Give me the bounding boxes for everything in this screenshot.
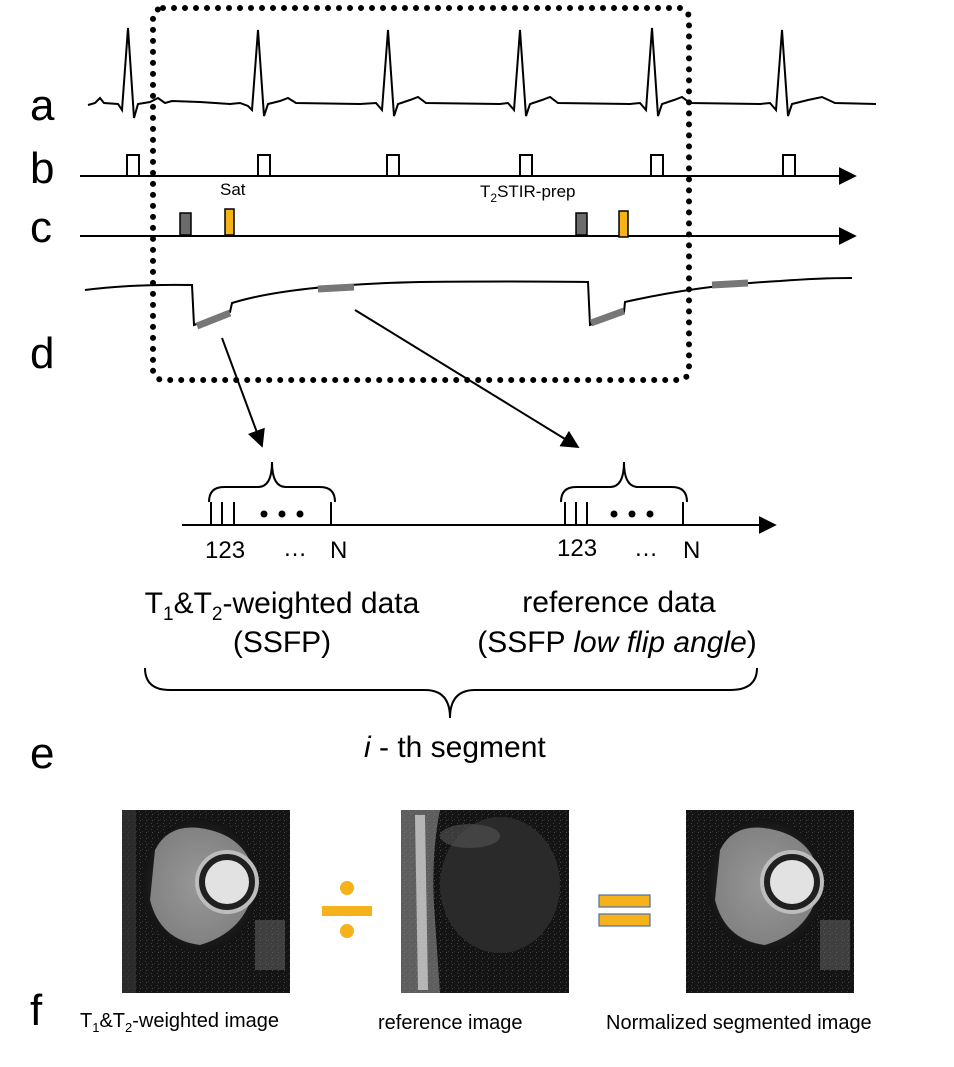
brace-left: [208, 461, 336, 503]
magnetization-curve: [84, 277, 853, 327]
sat-pulse: [618, 210, 629, 238]
weighted-image: [122, 810, 290, 993]
trigger-pulses: [126, 154, 796, 177]
readout-block: [317, 283, 355, 293]
prep-label: T2STIR-prep: [480, 182, 576, 205]
trigger-pulse: [650, 154, 664, 177]
arrow-reference: [354, 309, 580, 448]
prep-pulse: [575, 212, 588, 236]
weighted-image-caption: T1&T2-weighted image: [80, 1010, 279, 1035]
normalized-image-caption: Normalized segmented image: [606, 1012, 872, 1034]
segment-brace: [144, 667, 758, 719]
segment-frame: [150, 5, 692, 383]
trigger-pulse: [257, 154, 271, 177]
reference-data-sublabel: (SSFP low flip angle): [477, 626, 757, 659]
row-label-c: c: [30, 203, 52, 252]
readout-block: [711, 279, 749, 289]
row-label-b: b: [30, 144, 54, 193]
reference-image: [401, 810, 569, 993]
reference-image-caption: reference image: [378, 1012, 523, 1034]
prep-pulse: [179, 212, 192, 236]
tick-ellipsis-right: …: [634, 535, 658, 562]
ticks-left: [210, 502, 332, 525]
row-label-d: d: [30, 329, 54, 378]
tick-n-left: N: [330, 537, 347, 564]
readout-block: [195, 309, 232, 330]
readout-blocks: [195, 279, 749, 330]
tick-numbers-left: 123: [205, 537, 245, 564]
tick-ellipsis-left: …: [283, 535, 307, 562]
dots-left: [260, 510, 304, 518]
tick-numbers-right: 123: [557, 535, 597, 562]
weighted-data-label: T1&T2-weighted data: [145, 587, 420, 625]
sat-pulse: [224, 208, 235, 236]
sat-label: Sat: [220, 180, 246, 199]
normalized-image: [686, 810, 854, 993]
segment-label: i - th segment: [364, 731, 546, 764]
ecg-trace: [87, 27, 877, 119]
trigger-pulse: [782, 154, 796, 177]
readout-block: [589, 307, 626, 327]
arrow-weighted: [221, 337, 265, 448]
brace-right: [560, 461, 688, 503]
trigger-pulse: [126, 154, 140, 177]
equals-operator: [598, 894, 651, 927]
dots-right: [610, 510, 654, 518]
row-label-e: e: [30, 729, 54, 778]
row-label-a: a: [30, 81, 55, 130]
row-label-f: f: [30, 986, 43, 1035]
reference-data-label: reference data: [522, 586, 716, 619]
tick-n-right: N: [683, 537, 700, 564]
weighted-data-sublabel: (SSFP): [233, 626, 331, 659]
ticks-right: [564, 502, 684, 525]
divide-operator: [322, 881, 372, 938]
trigger-pulse: [519, 154, 533, 177]
trigger-pulse: [386, 154, 400, 177]
